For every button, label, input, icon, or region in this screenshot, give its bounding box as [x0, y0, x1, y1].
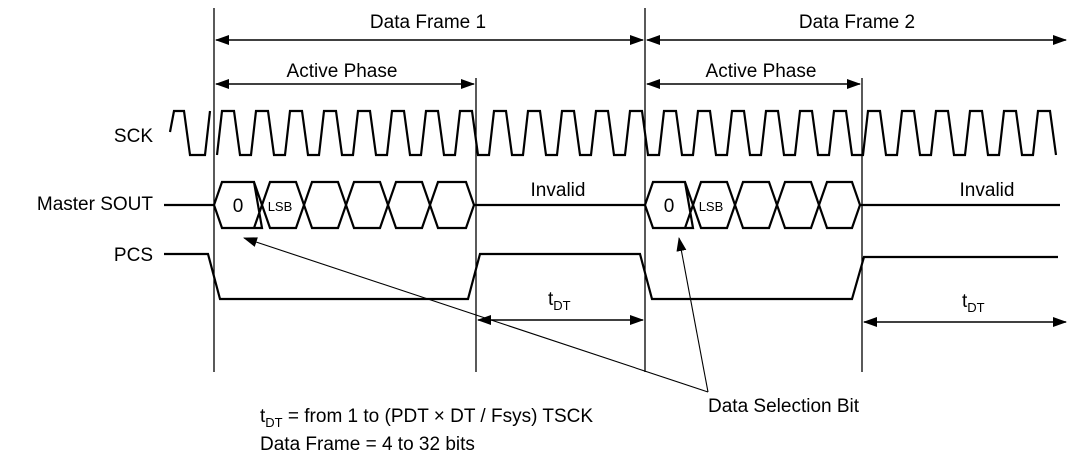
pcs-label: PCS: [114, 245, 153, 266]
sout-frame1-lsb: LSB: [268, 199, 293, 214]
sck-label: SCK: [114, 126, 153, 147]
active-phase2-label: Active Phase: [706, 61, 817, 82]
sout-frame2-lsb: LSB: [699, 199, 724, 214]
sout-label: Master SOUT: [37, 194, 154, 215]
tdt2-label: tDT: [962, 291, 985, 315]
invalid1-label: Invalid: [531, 180, 586, 201]
data-selection-pointer1: [243, 237, 709, 393]
frame2-label: Data Frame 2: [799, 12, 915, 33]
data-selection-pointer2: [676, 237, 709, 393]
sck-waveform: [168, 109, 1058, 157]
sout-frame2-first-bit: 0: [664, 196, 675, 217]
tdt-formula: tDT = from 1 to (PDT × DT / Fsys) TSCK: [260, 406, 593, 430]
tdt1-label: tDT: [548, 289, 571, 313]
pcs-waveform: [164, 252, 1058, 301]
sout-frame1-first-bit: 0: [233, 196, 244, 217]
frame1-label: Data Frame 1: [370, 12, 486, 33]
active-phase1-label: Active Phase: [287, 61, 398, 82]
data-selection-bit-label: Data Selection Bit: [708, 396, 860, 417]
sout-frame2-bits: [643, 180, 862, 230]
sout-frame1-bits: [212, 180, 476, 230]
invalid2-label: Invalid: [960, 180, 1015, 201]
data-frame-size: Data Frame = 4 to 32 bits: [260, 434, 475, 455]
